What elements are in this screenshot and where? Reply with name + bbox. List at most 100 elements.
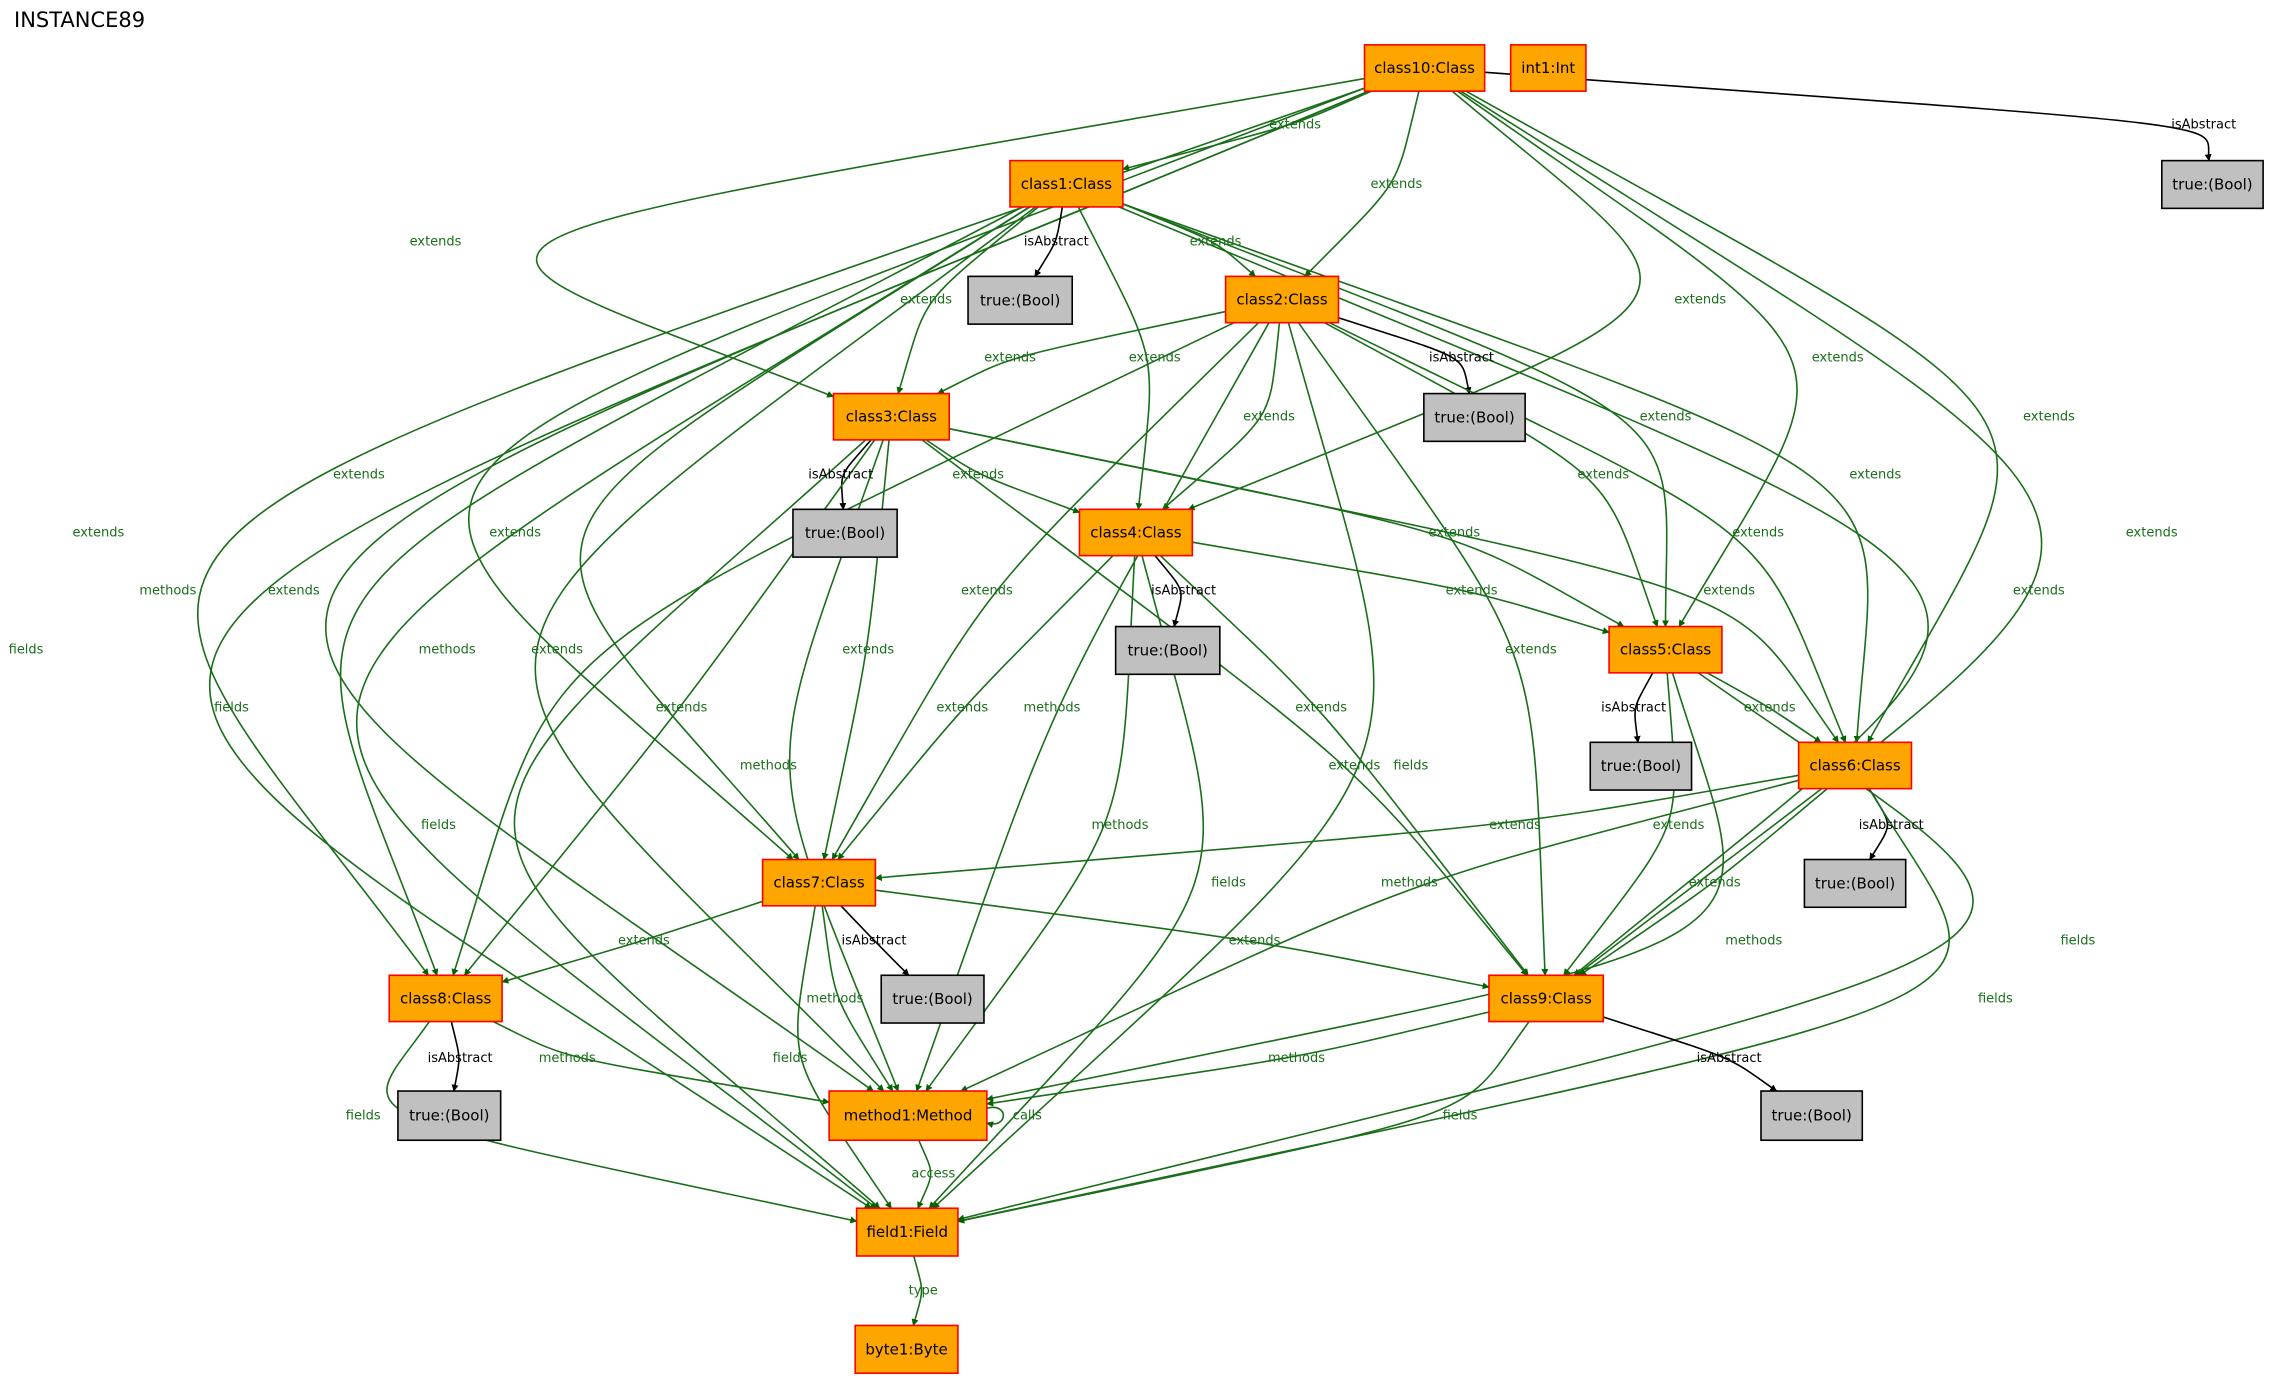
node-box-tb6 — [1803, 858, 1907, 909]
node-label-class8: class8:Class — [400, 989, 491, 1007]
node-class1[interactable]: class1:Class — [1009, 159, 1124, 208]
edge-label-e44: extends — [1446, 583, 1498, 598]
edge-label-e8: extends — [333, 468, 385, 483]
edge-class4-extends-class7 — [837, 555, 1114, 861]
node-class2[interactable]: class2:Class — [1224, 275, 1340, 324]
node-tb3[interactable]: true:(Bool) — [792, 508, 898, 558]
node-label-tb5: true:(Bool) — [1601, 757, 1681, 775]
edge-class1-extends-class3 — [896, 206, 1039, 395]
edge-class2-extends-class5 — [1324, 321, 1659, 628]
node-tb4[interactable]: true:(Bool) — [1114, 625, 1221, 676]
edge-label-e20: extends — [268, 583, 320, 598]
edge-class1-extends-class8 — [339, 206, 1023, 976]
edge-label-e21: extends — [2013, 583, 2065, 598]
edge-class10-extends-class1 — [1122, 90, 1372, 171]
node-class8[interactable]: class8:Class — [388, 974, 503, 1023]
edge-label-e42: fields — [421, 818, 456, 833]
edge-label-e65: methods — [539, 1051, 596, 1066]
edge-class10-extends-class4 — [1187, 90, 1641, 511]
edge-label-e17: extends — [1640, 410, 1692, 425]
node-class9[interactable]: class9:Class — [1488, 974, 1605, 1023]
diagram-title: INSTANCE89 — [14, 8, 146, 32]
node-label-tb3: true:(Bool) — [805, 524, 885, 542]
node-class10[interactable]: class10:Class — [1363, 44, 1486, 92]
edge-label-e71: access — [911, 1167, 955, 1182]
edge-label-e11: methods — [139, 583, 196, 598]
edge-label-e9: extends — [72, 525, 124, 540]
edge-label-e31: extends — [1505, 643, 1557, 658]
node-class7[interactable]: class7:Class — [761, 858, 877, 907]
edge-label-e12: fields — [9, 643, 44, 658]
node-box-class6 — [1797, 741, 1913, 790]
node-box-tb5 — [1589, 741, 1693, 791]
edge-label-e58: fields — [1978, 991, 2013, 1006]
node-label-tb6: true:(Bool) — [1815, 874, 1895, 892]
edge-class3-extends-class9 — [921, 439, 1528, 976]
node-label-class4: class4:Class — [1090, 523, 1181, 541]
edge-label-e18: extends — [1849, 468, 1901, 483]
node-class5[interactable]: class5:Class — [1608, 625, 1723, 674]
node-tb2[interactable]: true:(Bool) — [1423, 392, 1526, 443]
node-box-class10 — [1363, 44, 1486, 92]
edge-class8-isabstract-tb8 — [450, 1021, 460, 1092]
edge-class10-isabstract-tb10 — [1484, 71, 2212, 162]
node-tb9[interactable]: true:(Bool) — [1760, 1090, 1864, 1142]
node-box-tb9 — [1760, 1090, 1864, 1142]
edge-class10-extends-class9 — [1460, 90, 2043, 976]
edge-label-e47: methods — [1091, 818, 1148, 833]
edge-label-e68: methods — [1268, 1051, 1325, 1066]
edge-class8-methods-method1 — [492, 1020, 830, 1105]
node-int1[interactable]: int1:Int — [1509, 44, 1587, 92]
node-label-class2: class2:Class — [1236, 291, 1327, 309]
edge-label-e46: extends — [1295, 701, 1347, 716]
edge-label-e49: isAbstract — [1601, 701, 1666, 716]
node-method1[interactable]: method1:Method — [828, 1090, 988, 1142]
node-class3[interactable]: class3:Class — [832, 392, 951, 441]
edge-class4-extends-class9 — [1159, 555, 1529, 976]
edge-class6-extends-class7 — [874, 774, 1799, 881]
edge-label-e59: isAbstract — [842, 934, 907, 949]
node-label-class7: class7:Class — [773, 874, 864, 892]
node-field1[interactable]: field1:Field — [855, 1207, 959, 1257]
edge-class5-extends-class6 — [1706, 672, 1822, 743]
node-class4[interactable]: class4:Class — [1078, 508, 1194, 557]
node-tb10[interactable]: true:(Bool) — [2161, 159, 2264, 210]
edge-label-e51: extends — [1653, 818, 1705, 833]
node-label-method1: method1:Method — [844, 1107, 973, 1125]
edge-label-e35: extends — [952, 468, 1004, 483]
edge-class1-methods-method1 — [534, 206, 1037, 1092]
edge-label-e38: extends — [842, 643, 894, 658]
edge-label-e72: type — [909, 1284, 938, 1299]
node-box-method1 — [828, 1090, 988, 1142]
edge-label-e64: isAbstract — [428, 1051, 493, 1066]
edge-label-e45: extends — [936, 701, 988, 716]
node-box-tb8 — [397, 1090, 502, 1142]
edge-label-e52: methods — [1725, 934, 1782, 949]
node-label-tb7: true:(Bool) — [892, 990, 972, 1008]
edge-label-e33: fields — [1393, 758, 1428, 773]
edge-class7-fields-field1 — [796, 905, 892, 1209]
node-tb7[interactable]: true:(Bool) — [880, 974, 985, 1024]
edge-label-e14: extends — [1190, 235, 1242, 250]
node-box-class4 — [1078, 508, 1194, 557]
edge-class4-fields-field1 — [928, 555, 1205, 1209]
node-tb8[interactable]: true:(Bool) — [397, 1090, 502, 1142]
edge-class2-extends-class3 — [937, 310, 1226, 395]
node-label-byte1: byte1:Byte — [865, 1340, 947, 1358]
node-tb6[interactable]: true:(Bool) — [1803, 858, 1907, 909]
node-label-class9: class9:Class — [1500, 989, 1591, 1007]
edge-class3-extends-class5 — [949, 427, 1625, 628]
node-box-tb10 — [2161, 159, 2264, 210]
node-label-tb8: true:(Bool) — [409, 1107, 489, 1125]
edge-class5-methods-method1 — [986, 672, 1724, 1102]
edge-class9-isabstract-tb9 — [1603, 1016, 1778, 1092]
edge-class10-extends-class5 — [1457, 90, 1798, 628]
node-tb5[interactable]: true:(Bool) — [1589, 741, 1693, 791]
edge-class2-extends-class7 — [831, 322, 1260, 861]
node-tb1[interactable]: true:(Bool) — [967, 275, 1074, 325]
edge-class1-extends-class9 — [1118, 206, 1929, 976]
edge-label-e2: extends — [1269, 117, 1321, 132]
edge-class1-isabstract-tb1 — [1034, 206, 1064, 277]
node-byte1[interactable]: byte1:Byte — [854, 1324, 959, 1375]
node-class6[interactable]: class6:Class — [1797, 741, 1913, 790]
